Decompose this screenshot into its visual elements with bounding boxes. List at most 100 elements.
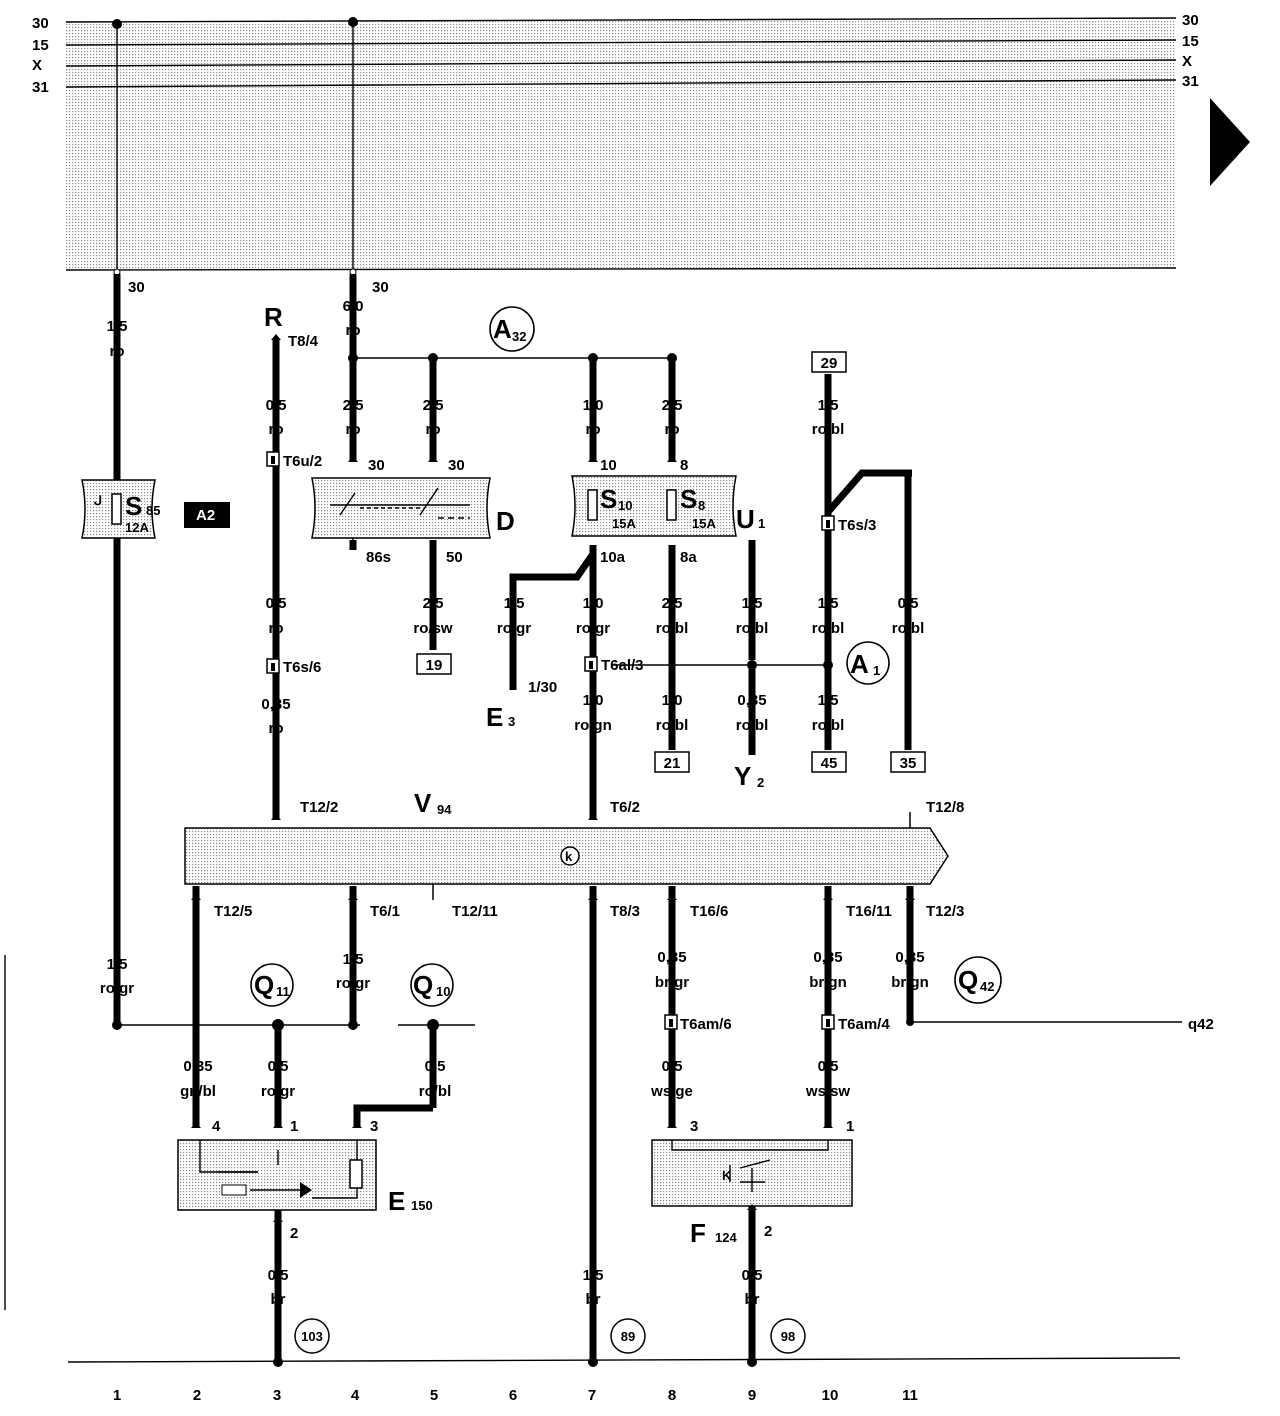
rail-label-15-left: 15 — [32, 37, 49, 54]
column-number: 4 — [351, 1387, 360, 1404]
wire-size: 0,5 — [425, 1058, 446, 1075]
ground-89-label: 89 — [621, 1329, 635, 1344]
lock-icon — [821, 515, 835, 531]
pin-label: 2 — [764, 1223, 772, 1240]
lock-icon — [821, 1014, 835, 1030]
connector-t16-11: T16/11 — [846, 903, 892, 920]
node-a1: A 1 — [846, 641, 890, 685]
wire-size: 1,5 — [818, 595, 839, 612]
q42-ref-label: q42 — [1188, 1016, 1214, 1033]
y2-letter: Y — [734, 761, 751, 791]
q42-sub: 42 — [980, 979, 994, 994]
terminal-30-left: 30 — [128, 279, 145, 296]
wire-size: 2,5 — [423, 595, 444, 612]
s10-sub: 10 — [618, 498, 632, 513]
pin-label: 8 — [680, 457, 688, 474]
connector-t12-2: T12/2 — [300, 799, 338, 816]
column-number: 5 — [430, 1387, 438, 1404]
column-numbers: 1 2 3 4 5 6 7 8 9 10 11 — [113, 1387, 918, 1404]
terminal-30-right: 30 — [372, 279, 389, 296]
wire-size: 1,0 — [583, 692, 604, 709]
ref-29-label: 29 — [821, 355, 838, 372]
wire-size: 1,5 — [107, 956, 128, 973]
pin-label: 10a — [600, 549, 626, 566]
wire-color: br — [586, 1291, 601, 1308]
wire-color: ro/bl — [736, 620, 769, 637]
rail-label-30-left: 30 — [32, 15, 49, 32]
wire-color: ro — [426, 421, 441, 438]
pin-label: 30 — [448, 457, 465, 474]
e150-sub: 150 — [411, 1198, 433, 1213]
s85-letter: S — [125, 491, 142, 521]
column-number: 10 — [822, 1387, 839, 1404]
svg-text:K: K — [722, 1168, 732, 1183]
column-number: 1 — [113, 1387, 121, 1404]
lock-icon — [664, 1014, 678, 1030]
a32-sub: 32 — [512, 329, 526, 344]
v94-label: V 94 — [414, 788, 452, 818]
wire-color: ro/bl — [656, 717, 689, 734]
node-q42: Q 42 — [954, 956, 1002, 1004]
ref-21-label: 21 — [664, 755, 681, 772]
a2-badge-label: A2 — [196, 507, 215, 524]
wire-size: 1,5 — [504, 595, 525, 612]
connector-t6al-3: T6al/3 — [601, 657, 644, 674]
ref-19-label: 19 — [426, 657, 443, 674]
wire-size: 2,5 — [423, 397, 444, 414]
f124-letter: F — [690, 1218, 706, 1248]
wire-color: ro — [269, 720, 284, 737]
y2-sub: 2 — [757, 775, 764, 790]
connector-t16-6: T16/6 — [690, 903, 728, 920]
wire-size: 1,5 — [583, 1267, 604, 1284]
wire-color: ro/gr — [261, 1083, 295, 1100]
s10-letter: S — [600, 484, 617, 514]
column-number: 2 — [193, 1387, 201, 1404]
connector-t6-1: T6/1 — [370, 903, 400, 920]
wire-size: 1,5 — [742, 595, 763, 612]
wire-color: ro — [586, 421, 601, 438]
rail-label-x-left: X — [32, 57, 42, 74]
u1-label: U 1 — [736, 504, 765, 534]
wire-color: ro/bl — [812, 717, 845, 734]
wire-size: 1,5 — [107, 318, 128, 335]
f124-sub: 124 — [715, 1230, 737, 1245]
wire-color: ro/bl — [812, 421, 845, 438]
wire-size: 0,5 — [742, 1267, 763, 1284]
connector-labels: T8/4 T6u/2 T6s/3 T6s/6 T6al/3 T12/2 T6/2… — [214, 333, 964, 1033]
ignition-switch-d: D — [311, 477, 515, 550]
lock-icon — [584, 656, 598, 672]
pin-label: 1/30 — [528, 679, 557, 696]
a32-letter: A — [493, 314, 512, 344]
column-number: 3 — [273, 1387, 281, 1404]
wire-size: 0,5 — [266, 397, 287, 414]
pin-label: 8a — [680, 549, 697, 566]
wire-size: 0,35 — [657, 949, 686, 966]
column-number: 11 — [902, 1387, 918, 1404]
pin-labels: 30 30 86s 50 10 8 10a 8a 1/30 4 1 3 2 3 … — [212, 457, 854, 1242]
u1-sub: 1 — [758, 516, 765, 531]
wire-size: 2,5 — [343, 397, 364, 414]
e3-sub: 3 — [508, 714, 515, 729]
rail-label-30-right: 30 — [1182, 12, 1199, 29]
connector-t8-3: T8/3 — [610, 903, 640, 920]
q10-sub: 10 — [436, 984, 450, 999]
y2-label: Y 2 — [734, 761, 764, 791]
svg-text:ᒍ: ᒍ — [94, 493, 102, 508]
wire-color: ro — [346, 421, 361, 438]
e150-label: E 150 — [388, 1186, 433, 1216]
wire-color: ro/gr — [100, 980, 134, 997]
connector-t12-3: T12/3 — [926, 903, 964, 920]
wire-color: ro/bl — [419, 1083, 452, 1100]
column-number: 9 — [748, 1387, 756, 1404]
s10-rating: 15A — [612, 516, 636, 531]
ground-103-label: 103 — [301, 1329, 323, 1344]
ref-box-21: 21 — [654, 751, 690, 773]
wire-color: ro/bl — [656, 620, 689, 637]
lock-icon — [266, 451, 280, 467]
wire-color: ro — [110, 343, 125, 360]
connector-t12-8: T12/8 — [926, 799, 964, 816]
v94-letter: V — [414, 788, 432, 818]
pin-label: 4 — [212, 1118, 221, 1135]
wire-labels: 1,5 ro 6,0 ro 0,5 ro 2,5 ro 2,5 ro 1,0 r… — [100, 298, 929, 1308]
pin-label: 30 — [368, 457, 385, 474]
